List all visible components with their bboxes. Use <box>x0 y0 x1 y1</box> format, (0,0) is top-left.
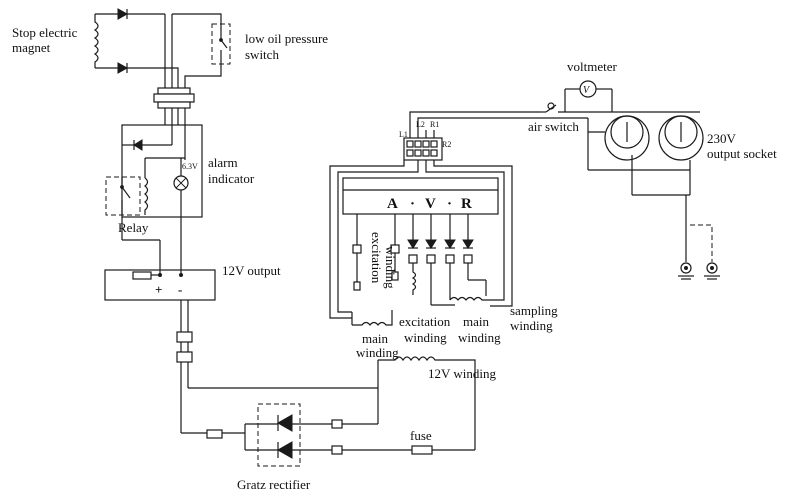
voltmeter-v: V <box>583 85 591 96</box>
stop-magnet-section <box>93 8 179 90</box>
gratz-label: Gratz rectifier <box>237 477 311 492</box>
main-winding-mid-label-2: winding <box>458 330 501 345</box>
output-sockets <box>587 111 720 280</box>
output-230v-label-1: 230V <box>707 131 737 146</box>
terminal-block <box>403 137 443 161</box>
excitation-vertical-label-1: excitation <box>369 232 384 284</box>
main-winding-left-label-2: winding <box>356 345 399 360</box>
output-12v-label: 12V output <box>222 263 281 278</box>
excitation-winding-coil <box>411 263 417 295</box>
avr-letter-r: R <box>461 196 472 212</box>
avr-letter-v: V <box>425 196 436 212</box>
diode-bottom <box>117 62 129 74</box>
winding-12v-label: 12V winding <box>428 366 497 381</box>
stop-magnet-coil <box>93 14 99 68</box>
lamp-voltage: 6.3V <box>182 162 198 171</box>
excitation-winding-label-1: excitation <box>399 314 451 329</box>
air-switch <box>540 102 588 113</box>
alarm-label-2: indicator <box>208 171 255 186</box>
relay-diode <box>133 139 143 151</box>
lower-connector <box>176 300 193 433</box>
voltmeter-symbol: V <box>564 80 613 112</box>
fuse-label: fuse <box>410 428 432 443</box>
air-switch-label: air switch <box>528 119 579 134</box>
low-oil-label-1: low oil pressure <box>245 31 328 46</box>
excitation-vertical-label-2: winding <box>383 246 398 289</box>
sampling-winding-label-2: winding <box>510 318 553 333</box>
main-winding-left-coil <box>352 310 393 326</box>
stop-magnet-label-2: magnet <box>12 40 51 55</box>
avr-dot-2: · <box>447 196 452 212</box>
output-230v-label-2: output socket <box>707 146 777 161</box>
low-oil-pressure-switch <box>172 13 231 90</box>
winding-12v-coil <box>378 356 476 450</box>
avr-leads <box>351 214 490 326</box>
terminal-r2: R2 <box>442 140 451 149</box>
output-12v-block <box>104 269 216 301</box>
stop-magnet-label-1: Stop electric <box>12 25 78 40</box>
sampling-winding-label-1: sampling <box>510 303 558 318</box>
voltmeter-label: voltmeter <box>567 59 617 74</box>
avr-dot-1: · <box>410 196 415 212</box>
main-winding-mid-label-1: main <box>463 314 489 329</box>
minus-sign: - <box>178 282 182 297</box>
relay-label: Relay <box>118 220 149 235</box>
terminal-r1: R1 <box>430 120 439 129</box>
terminal-l2: L2 <box>416 120 425 129</box>
sampling-winding-coil <box>449 296 490 301</box>
main-winding-left-label-1: main <box>362 331 388 346</box>
alarm-label-1: alarm <box>208 155 238 170</box>
avr-wiring <box>329 160 513 319</box>
terminal-l1: L1 <box>399 130 408 139</box>
avr-letter-a: A <box>387 196 398 212</box>
gratz-rectifier <box>181 403 475 467</box>
connector-stack <box>153 87 195 125</box>
relay-block <box>105 124 203 218</box>
low-oil-label-2: switch <box>245 47 279 62</box>
plus-sign: + <box>155 282 162 297</box>
fuse-symbol <box>411 445 433 455</box>
diode-top <box>117 8 129 20</box>
excitation-winding-label-2: winding <box>404 330 447 345</box>
